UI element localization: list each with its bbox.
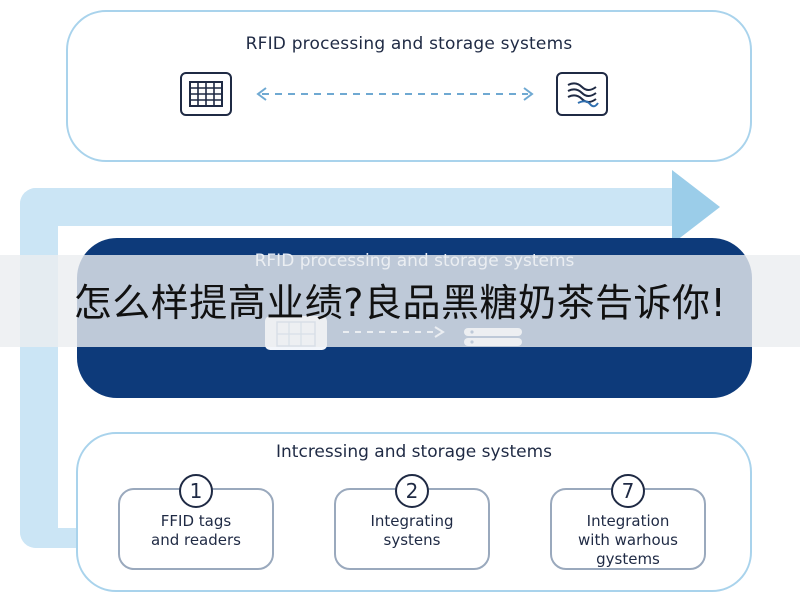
step-card-3: 7 Integration with warhous gystems — [550, 474, 706, 570]
flow-arrowhead-icon — [672, 170, 720, 244]
flow-arrow-left — [20, 188, 58, 548]
caption-text: 怎么样提高业绩?良品黑糖奶茶告诉你! — [73, 281, 727, 325]
flow-arrow-top — [20, 188, 680, 226]
step-number-badge: 7 — [611, 474, 645, 508]
bottom-panel: Intcressing and storage systems 1 FFID t… — [76, 432, 752, 592]
bidirectional-dashed-arrow-icon — [256, 87, 534, 101]
step-card-1: 1 FFID tags and readers — [118, 474, 274, 570]
step-number-badge: 2 — [395, 474, 429, 508]
step-card-2: 2 Integrating systens — [334, 474, 490, 570]
step-label: FFID tags and readers — [151, 512, 241, 549]
step-label: Integration with warhous gystems — [578, 512, 678, 568]
grid-table-icon — [180, 72, 232, 116]
caption-band — [0, 255, 800, 347]
wave-storage-icon — [556, 72, 608, 116]
step-label: Integrating systens — [370, 512, 454, 549]
flow-arrow-bottom — [20, 528, 80, 548]
step-number-badge: 1 — [179, 474, 213, 508]
top-panel-title: RFID processing and storage systems — [245, 34, 573, 54]
top-panel: RFID processing and storage systems — [66, 10, 752, 162]
bottom-panel-title: Intcressing and storage systems — [276, 442, 552, 462]
